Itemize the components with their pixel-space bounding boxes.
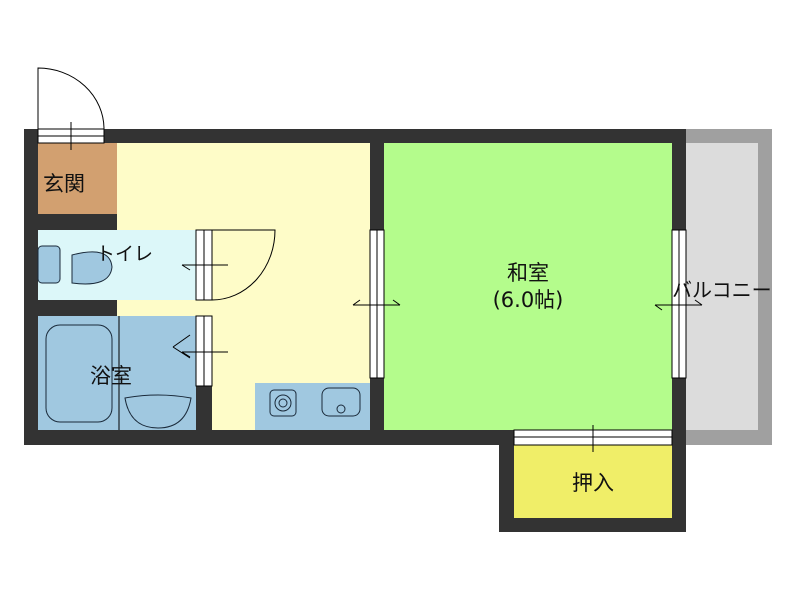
entrance-door-swing — [37, 67, 105, 130]
washitsu-size: (6.0帖) — [493, 288, 564, 312]
washitsu-room — [384, 143, 672, 430]
bath-door-swing — [172, 334, 191, 348]
washitsu-label: 和室 — [507, 261, 549, 285]
closet-label: 押入 — [572, 471, 614, 495]
toilet-tank — [37, 245, 61, 284]
balcony-label: バルコニー — [672, 278, 772, 302]
entrance-label: 玄関 — [43, 172, 85, 196]
toilet-door-swing — [211, 229, 276, 301]
bathtub-icon — [45, 324, 113, 423]
bath-label: 浴室 — [90, 364, 132, 388]
stove-burner-inner — [278, 398, 288, 408]
window-arrow — [654, 299, 703, 311]
toilet-label: トイレ — [96, 243, 153, 265]
washbasin-icon — [124, 394, 192, 429]
door-arrow — [181, 351, 228, 358]
sink-icon — [321, 387, 361, 417]
door-arrow — [352, 299, 401, 306]
toilet-bowl-icon — [71, 251, 113, 285]
toilet-room — [38, 230, 196, 300]
door-arrow — [181, 264, 228, 271]
bath-door-swing — [172, 346, 191, 359]
wall-segment — [196, 386, 212, 445]
balcony — [686, 143, 758, 430]
entrance — [38, 143, 117, 214]
closet — [514, 445, 672, 518]
sink-drain — [336, 404, 346, 414]
